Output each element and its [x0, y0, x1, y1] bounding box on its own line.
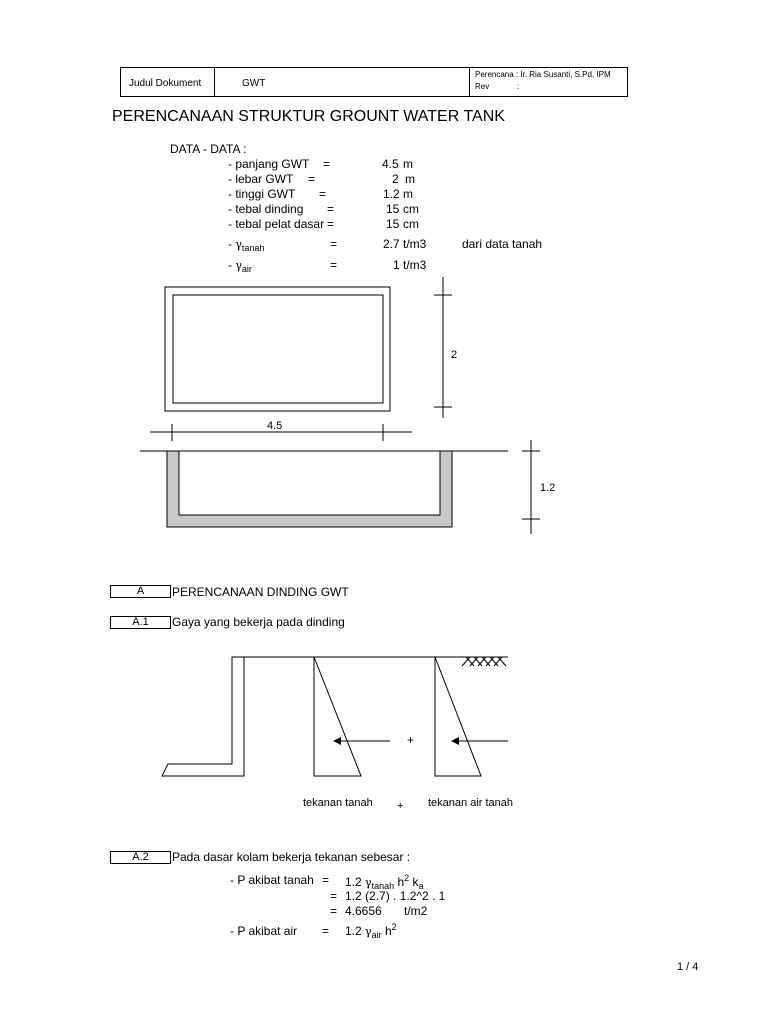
gamma-prefix: - [228, 237, 232, 251]
formula-equals: = [330, 889, 338, 903]
formula-unit: t/m2 [404, 904, 428, 918]
caption-soil-pressure: tekanan tanah [303, 797, 373, 809]
formula-label: - P akibat tanah [230, 873, 314, 887]
data-equals: = [327, 217, 335, 231]
data-unit: t/m3 [403, 258, 427, 272]
gamma-symbol: γ [235, 259, 242, 272]
document-header: Judul Dokument GWT Perencana : Ir. Ria S… [120, 67, 628, 97]
caption-plus: + [397, 800, 404, 812]
data-equals: = [319, 187, 327, 201]
formula-substitution: 1.2 (2.7) . 1.2^2 . 1 [345, 889, 446, 903]
formula-equals: = [322, 924, 330, 938]
gamma-symbol: γ [235, 238, 242, 251]
data-unit: cm [403, 217, 419, 231]
formula-equals: = [322, 873, 330, 887]
gamma-prefix: - [228, 258, 232, 272]
arrow-head [451, 737, 459, 745]
arrow-head [333, 737, 341, 745]
data-label: - tebal dinding [228, 202, 304, 216]
plan-inner-wall [172, 294, 384, 404]
document-title-label: Judul Dokument [129, 78, 202, 89]
soil-pressure-triangle [313, 656, 362, 777]
water-pressure-triangle [434, 656, 482, 777]
data-value: 15 [386, 202, 400, 216]
data-unit: t/m3 [403, 237, 427, 251]
document-title-value: GWT [242, 78, 266, 89]
section-a-title: PERENCANAAN DINDING GWT [172, 585, 349, 599]
data-note: dari data tanah [462, 237, 543, 251]
soil-hatching-icon [461, 656, 507, 667]
page-number: 1 / 4 [677, 961, 699, 973]
data-label: - tebal pelat dasar [228, 217, 325, 231]
data-unit: m [405, 172, 415, 186]
retaining-wall-profile [161, 656, 245, 777]
section-a2-label: A.2 [110, 851, 171, 864]
gamma-subscript: tanah [241, 243, 265, 253]
data-unit: cm [403, 202, 419, 216]
header-divider [214, 68, 215, 96]
section-height-label: 1.2 [540, 482, 556, 494]
formula-result: 4.6656 [345, 904, 382, 918]
force-plus-sign: + [407, 733, 415, 747]
tank-section-walls [166, 450, 453, 528]
formula-expression: 1.2 γtanah h2 ka [345, 873, 424, 891]
rev-colon: : [517, 82, 520, 91]
formula-expression: 1.2 γair h2 [345, 922, 397, 940]
data-unit: m [403, 187, 413, 201]
data-unit: m [403, 157, 413, 171]
plan-outer-wall [164, 286, 391, 412]
section-a2-title: Pada dasar kolam bekerja tekanan sebesar… [172, 850, 411, 864]
data-label: - tinggi GWT [228, 187, 296, 201]
section-a1-title: Gaya yang bekerja pada dinding [172, 615, 345, 629]
plan-length-label: 4.5 [267, 420, 283, 432]
section-a-label: A [110, 585, 171, 598]
data-equals: = [330, 237, 338, 251]
page-title: PERENCANAAN STRUKTUR GROUNT WATER TANK [112, 108, 505, 125]
rev-label: Rev [475, 82, 490, 91]
formula-label: - P akibat air [230, 924, 298, 938]
data-equals: = [327, 202, 335, 216]
caption-water-pressure: tekanan air tanah [428, 797, 514, 809]
data-value: 15 [386, 217, 400, 231]
gamma-subscript: air [241, 264, 252, 274]
data-value: 1.2 [383, 187, 400, 201]
data-value: 2 [392, 172, 399, 186]
data-label: - lebar GWT [228, 172, 294, 186]
formula-equals: = [330, 904, 338, 918]
data-value: 2.7 [383, 237, 400, 251]
header-divider [469, 68, 470, 96]
planner-info: Perencana : Ir. Ria Susanti, S.Pd, IPM [475, 70, 611, 79]
data-equals: = [323, 157, 331, 171]
data-equals: = [308, 172, 316, 186]
data-value: 1 [393, 258, 400, 272]
data-heading: DATA - DATA : [170, 142, 247, 156]
plan-width-label: 2 [451, 349, 458, 361]
data-value: 4.5 [382, 157, 399, 171]
data-equals: = [330, 258, 338, 272]
data-label: - panjang GWT [228, 157, 310, 171]
section-a1-label: A.1 [110, 616, 171, 629]
